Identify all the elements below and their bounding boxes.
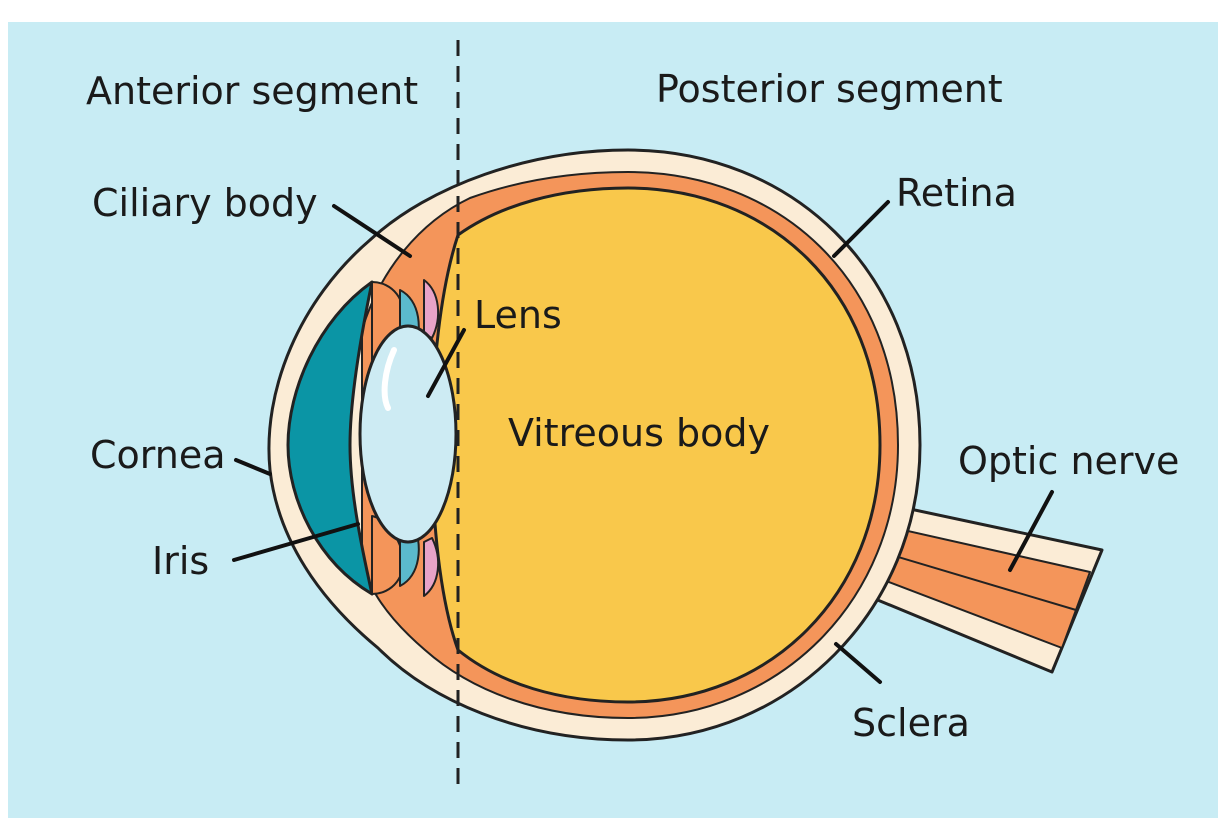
retina-leader (832, 200, 890, 258)
vitreous-body-label: Vitreous body (508, 411, 770, 455)
ciliary-body-leader (332, 204, 412, 258)
cornea-leader (234, 458, 272, 476)
anterior-chamber (286, 280, 374, 596)
retina-label: Retina (896, 171, 1017, 215)
posterior-segment-label: Posterior segment (656, 67, 1003, 111)
ciliary-body-label: Ciliary body (92, 181, 318, 225)
zonules-lower (423, 537, 440, 597)
lens-label: Lens (474, 293, 562, 337)
lens (358, 324, 458, 544)
optic-nerve-divider (867, 547, 1077, 611)
vitreous-body (430, 186, 882, 704)
lens-leader (426, 328, 466, 398)
lens-highlight (381, 347, 397, 411)
zonules-upper (423, 279, 440, 339)
optic-nerve-leader (1008, 490, 1054, 572)
optic-nerve-label: Optic nerve (958, 439, 1179, 483)
anterior-segment-label: Anterior segment (86, 69, 418, 113)
iris-leader (232, 522, 360, 562)
cornea-label: Cornea (90, 433, 226, 477)
iris-label: Iris (152, 539, 209, 583)
sclera-leader (834, 642, 882, 684)
sclera-label: Sclera (852, 701, 970, 745)
